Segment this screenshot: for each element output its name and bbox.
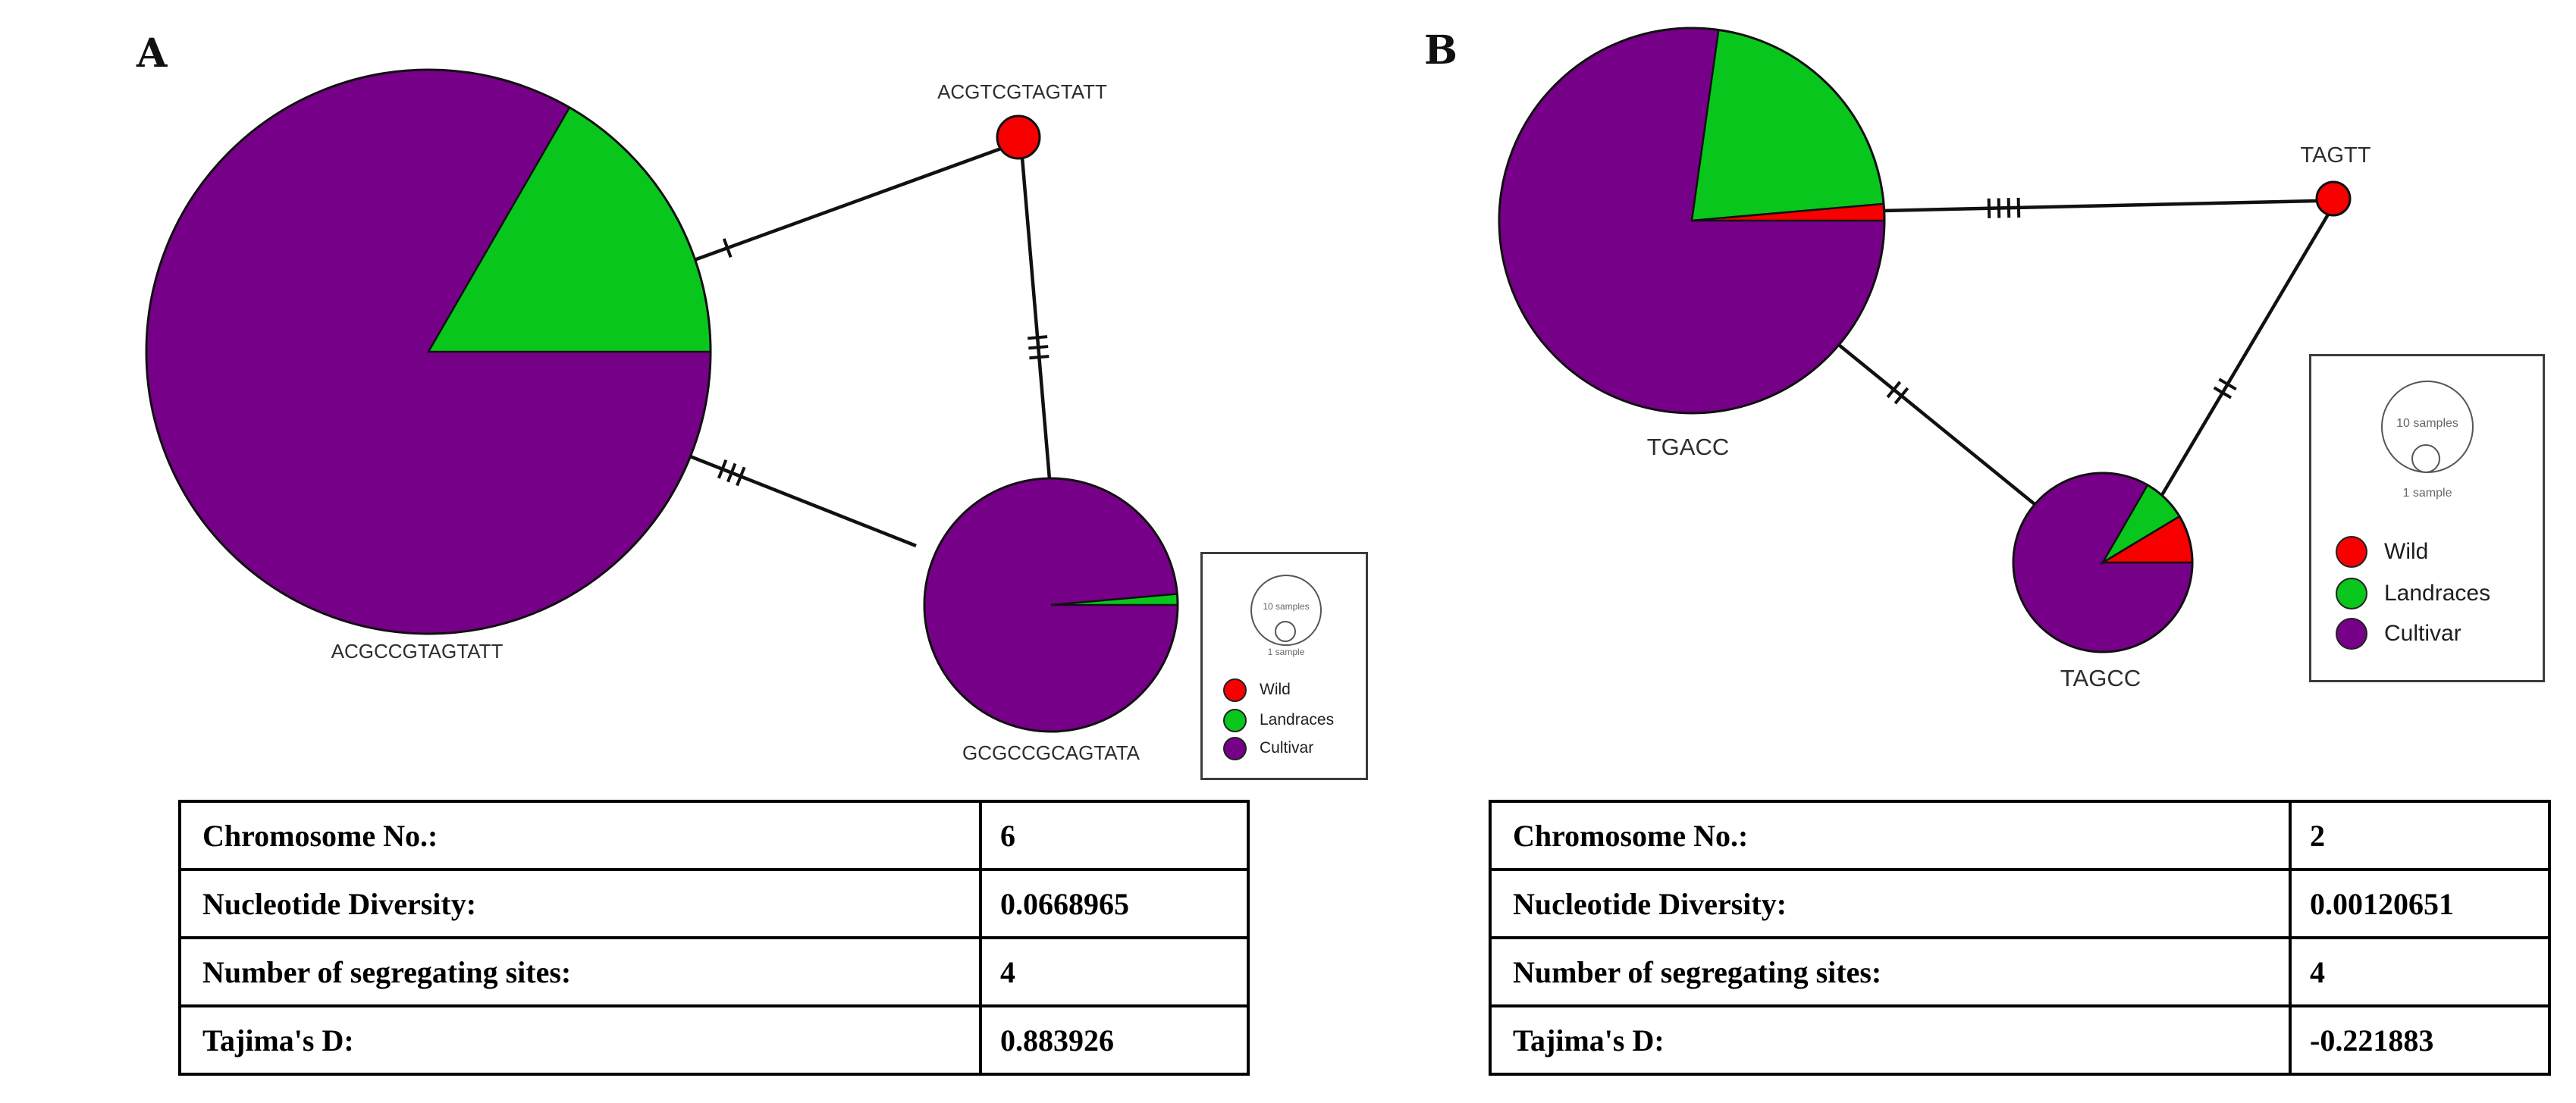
legend-label: Landraces xyxy=(2384,581,2491,606)
cultivar-color-dot-icon xyxy=(1223,736,1247,760)
ten-samples-circle-icon xyxy=(1250,575,1322,646)
network-edge xyxy=(1020,157,1052,480)
wild-color-dot-icon xyxy=(1223,678,1247,702)
mutation-tick-icon xyxy=(1997,198,2001,218)
table-row: Number of segregating sites: 4 xyxy=(178,936,1250,1007)
mutation-tick-icon xyxy=(722,238,733,259)
legend-item-wild: Wild xyxy=(1223,678,1291,702)
network-edge xyxy=(682,451,917,548)
table-row: Chromosome No.: 2 xyxy=(1489,800,2551,871)
mutation-tick-icon xyxy=(1028,335,1048,340)
mutation-tick-icon xyxy=(2007,198,2011,218)
table-row: Chromosome No.: 6 xyxy=(178,800,1250,871)
legend-label: Wild xyxy=(1260,681,1291,698)
network-edge xyxy=(1837,343,2036,506)
mutation-tick-icon xyxy=(736,466,746,487)
ten-samples-label: 10 samples xyxy=(1263,601,1310,612)
legend-label: Cultivar xyxy=(2384,621,2461,646)
haplotype-node-TAGCC: TAGCC xyxy=(2012,472,2194,691)
stats-table-a: Chromosome No.: 6 Nucleotide Diversity: … xyxy=(178,800,1250,1076)
legend-panel-a: 10 samples 1 sample Wild Landraces Culti… xyxy=(1200,552,1368,780)
one-sample-circle-icon xyxy=(2411,444,2440,473)
stat-label: Number of segregating sites: xyxy=(1489,936,2292,1007)
haplotype-label: ACGCCGTAGTATT xyxy=(331,640,504,663)
legend-item-cultivar: Cultivar xyxy=(2336,617,2461,650)
mutation-tick-icon xyxy=(2213,386,2232,400)
stat-value: 6 xyxy=(979,800,1250,871)
legend-item-cultivar: Cultivar xyxy=(1223,736,1313,760)
legend-label: Cultivar xyxy=(1260,739,1314,757)
pie-slice-landraces xyxy=(1690,29,1885,222)
stat-label: Tajima's D: xyxy=(178,1004,982,1076)
panel-label-b: B xyxy=(1424,27,1457,74)
stat-label: Nucleotide Diversity: xyxy=(178,868,982,939)
haplotype-label: ACGTCGTAGTATT xyxy=(937,80,1107,103)
haplotype-label: TAGCC xyxy=(2060,665,2141,691)
landraces-color-dot-icon xyxy=(2336,578,2367,609)
legend-label: Landraces xyxy=(1260,711,1335,729)
stat-value: 4 xyxy=(979,936,1250,1007)
legend-item-landraces: Landraces xyxy=(2336,577,2490,610)
stat-value: 0.0668965 xyxy=(979,868,1250,939)
panel-label-a: A xyxy=(136,30,168,77)
haplotype-label: TAGTT xyxy=(2301,143,2371,168)
table-row: Nucleotide Diversity: 0.00120651 xyxy=(1489,868,2551,939)
network-edge xyxy=(689,146,1002,264)
legend-label: Wild xyxy=(2384,539,2429,564)
haplotype-node-GCGCCGCAGTATA: GCGCCGCAGTATA xyxy=(923,477,1179,764)
mutation-tick-icon xyxy=(726,462,737,483)
mutation-tick-icon xyxy=(1894,387,1909,405)
stat-value: 2 xyxy=(2289,800,2551,871)
mutation-tick-icon xyxy=(1886,381,1902,399)
network-edge xyxy=(2160,213,2330,497)
mutation-tick-icon xyxy=(717,459,728,479)
landraces-color-dot-icon xyxy=(1223,708,1247,732)
haplotype-node-TGACC: TGACC xyxy=(1498,27,1886,460)
one-sample-label: 1 sample xyxy=(2402,487,2452,500)
wild-color-dot-icon xyxy=(2336,536,2367,568)
cultivar-color-dot-icon xyxy=(2336,618,2367,650)
one-sample-circle-icon xyxy=(1275,621,1296,642)
haplotype-label: GCGCCGCAGTATA xyxy=(962,741,1141,764)
stat-label: Nucleotide Diversity: xyxy=(1489,868,2292,939)
haplotype-network-B: TGACC TAGTT TAGCC xyxy=(1498,27,2371,691)
stat-label: Chromosome No.: xyxy=(1489,800,2292,871)
legend-item-wild: Wild xyxy=(2336,535,2428,569)
stat-label: Number of segregating sites: xyxy=(178,936,982,1007)
mutation-tick-icon xyxy=(1029,355,1050,360)
haplotype-label: TGACC xyxy=(1647,434,1730,460)
one-sample-label: 1 sample xyxy=(1267,647,1305,657)
mutation-tick-icon xyxy=(1028,345,1049,350)
table-row: Number of segregating sites: 4 xyxy=(1489,936,2551,1007)
stat-value: -0.221883 xyxy=(2289,1004,2551,1076)
table-row: Tajima's D: -0.221883 xyxy=(1489,1004,2551,1076)
stat-value: 0.00120651 xyxy=(2289,868,2551,939)
legend-item-landraces: Landraces xyxy=(1223,708,1334,732)
stat-value: 4 xyxy=(2289,936,2551,1007)
stat-label: Chromosome No.: xyxy=(178,800,982,871)
legend-panel-b: 10 samples 1 sample Wild Landraces Culti… xyxy=(2309,354,2545,682)
mutation-tick-icon xyxy=(2218,378,2237,391)
haplotype-node-ACGCCGTAGTATT: ACGCCGTAGTATT xyxy=(145,68,712,663)
haplotype-node-TAGTT: TAGTT xyxy=(2301,143,2371,217)
mutation-tick-icon xyxy=(1987,198,1991,218)
stat-label: Tajima's D: xyxy=(1489,1004,2292,1076)
ten-samples-label: 10 samples xyxy=(2396,417,2458,430)
table-row: Tajima's D: 0.883926 xyxy=(178,1004,1250,1076)
network-edge xyxy=(1881,197,2317,218)
haplotype-network-A: ACGCCGTAGTATT ACGTCGTAGTATT GCGCCGCAGTATA xyxy=(145,68,1179,764)
stats-table-b: Chromosome No.: 2 Nucleotide Diversity: … xyxy=(1489,800,2551,1076)
stat-value: 0.883926 xyxy=(979,1004,1250,1076)
table-row: Nucleotide Diversity: 0.0668965 xyxy=(178,868,1250,939)
haplotype-node-ACGTCGTAGTATT: ACGTCGTAGTATT xyxy=(937,80,1107,160)
